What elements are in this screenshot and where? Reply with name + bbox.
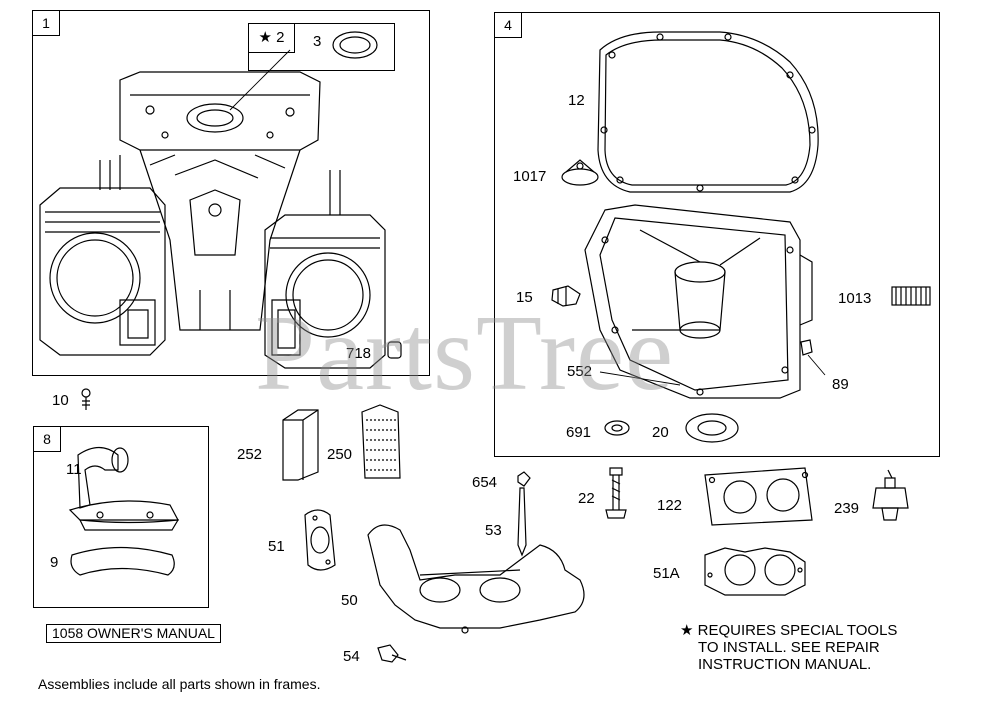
gasket-9-drawing: [70, 546, 175, 576]
part-label-12: 12: [568, 92, 585, 109]
gasket-drawing: [597, 31, 819, 193]
part-label-22: 22: [578, 490, 595, 507]
note-line-1: ★ REQUIRES SPECIAL TOOLS: [680, 622, 897, 639]
bolt-22-drawing: [605, 467, 627, 519]
part-label-252: 252: [237, 446, 263, 463]
part-label-1017: 1017: [513, 168, 547, 185]
rod-53-drawing: [517, 487, 527, 557]
part-label-50: 50: [341, 592, 358, 609]
part-label-9: 9: [50, 554, 59, 571]
screw-54-drawing: [377, 644, 407, 663]
clip-654-drawing: [517, 471, 531, 487]
part-label-89: 89: [832, 376, 849, 393]
screw-10-drawing: [81, 388, 91, 410]
breather-tube-drawing: [77, 446, 129, 509]
watermark: PartsTree: [255, 294, 675, 413]
part-label-51a: 51A: [653, 565, 680, 582]
gasket-122-drawing: [704, 467, 813, 526]
star-icon: ★: [258, 29, 272, 46]
part-label-250: 250: [327, 446, 353, 463]
subframe-2-left-cell: ★ 2: [249, 24, 295, 53]
frame-4: 4: [494, 12, 940, 457]
screen-250-drawing: [361, 404, 401, 479]
filter-252-drawing: [282, 409, 319, 481]
muffler-drawing: [367, 524, 585, 634]
part-label-20: 20: [652, 424, 669, 441]
part-label-718: 718: [346, 345, 372, 362]
gasket-51-drawing: [304, 509, 336, 571]
part-label-54: 54: [343, 648, 360, 665]
solenoid-239-drawing: [872, 469, 909, 521]
part-label-53: 53: [485, 522, 502, 539]
part-label-691: 691: [566, 424, 592, 441]
frame-8-tag: 8: [34, 427, 61, 452]
note-line-3: INSTRUCTION MANUAL.: [698, 656, 872, 673]
part-label-239: 239: [834, 500, 860, 517]
seal-drawing: [332, 31, 378, 59]
gasket-51a-drawing: [704, 547, 806, 596]
part-label-11: 11: [66, 461, 82, 478]
part-label-122: 122: [657, 497, 683, 514]
part-label-1013: 1013: [838, 290, 872, 307]
owners-manual-label: 1058 OWNER'S MANUAL: [46, 624, 221, 643]
assemblies-note: Assemblies include all parts shown in fr…: [38, 676, 321, 692]
engine-block-drawing: [39, 49, 402, 369]
crankcase-cover-drawing: [551, 204, 931, 443]
part-label-654: 654: [472, 474, 498, 491]
part-label-552: 552: [567, 363, 593, 380]
note-line-1-text: REQUIRES SPECIAL TOOLS: [697, 622, 898, 639]
note-line-2: TO INSTALL. SEE REPAIR: [698, 639, 880, 656]
subframe-2-label: 2: [276, 29, 285, 46]
breather-drawing: [561, 159, 599, 186]
frame-1-tag: 1: [33, 11, 60, 36]
part-label-15: 15: [516, 289, 533, 306]
note-star-icon: ★: [680, 622, 694, 639]
frame-8: 8: [33, 426, 209, 608]
part-label-51: 51: [268, 538, 285, 555]
special-tools-note: ★ REQUIRES SPECIAL TOOLS TO INSTALL. SEE…: [680, 622, 897, 673]
frame-4-tag: 4: [495, 13, 522, 38]
part-label-10: 10: [52, 392, 69, 409]
frame-1: 1: [32, 10, 430, 376]
cover-plate-drawing: [68, 500, 180, 531]
part-label-3: 3: [313, 33, 322, 50]
subframe-2: ★ 2: [248, 23, 395, 71]
